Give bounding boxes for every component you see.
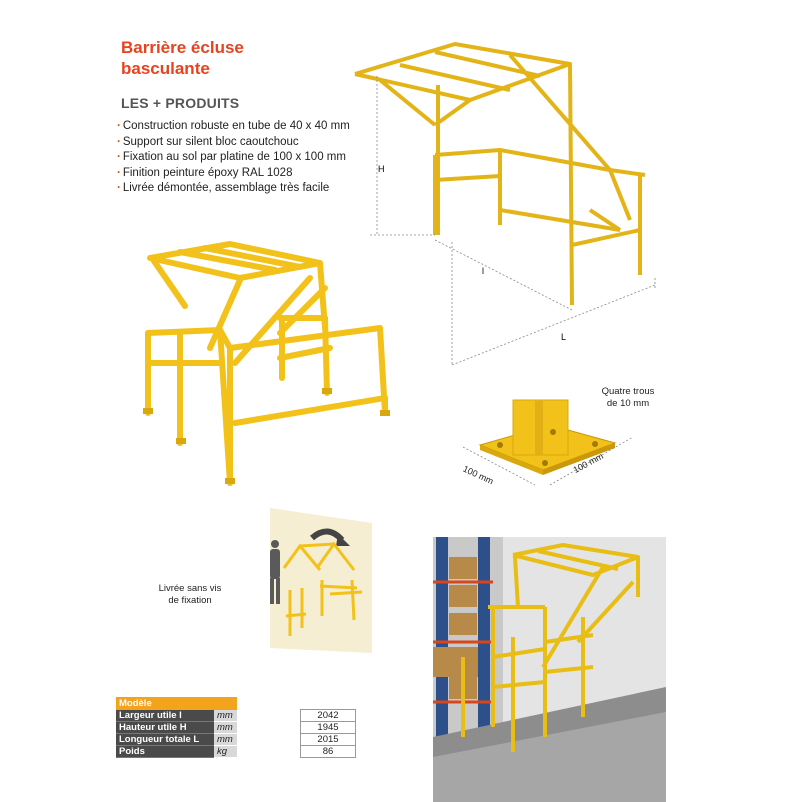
spec-unit: mm <box>214 709 237 722</box>
table-row: Largeur utile l mm 2042 <box>116 709 356 722</box>
spec-label: Hauteur utile H <box>116 721 214 734</box>
spec-table: Modèle Largeur utile l mm 2042 Hauteur u… <box>116 697 356 758</box>
table-row: Longueur totale L mm 2015 <box>116 733 356 746</box>
dimension-l-small-label: l <box>482 266 484 276</box>
feature-item: Construction robuste en tube de 40 x 40 … <box>117 119 350 135</box>
features-heading: LES + PRODUITS <box>121 95 240 111</box>
spec-unit: kg <box>214 745 237 758</box>
dimension-h-label: H <box>378 164 385 174</box>
warehouse-photo <box>433 537 666 802</box>
title-line-1: Barrière écluse <box>121 38 244 57</box>
person-silhouette-icon <box>270 540 280 604</box>
title-line-2: basculante <box>121 59 210 78</box>
feature-item: Finition peinture époxy RAL 1028 <box>117 166 350 182</box>
spec-label: Longueur totale L <box>116 733 214 746</box>
table-row: Hauteur utile H mm 1945 <box>116 721 356 734</box>
spec-value: 86 <box>300 745 356 758</box>
product-title: Barrière écluse basculante <box>121 37 244 79</box>
table-row: Poids kg 86 <box>116 745 356 758</box>
warehouse-photo-scene <box>433 537 666 802</box>
spec-unit: mm <box>214 733 237 746</box>
spec-table-header: Modèle <box>116 697 356 710</box>
spec-value: 1945 <box>300 721 356 734</box>
delivery-note: Livrée sans vis de fixation <box>158 583 222 606</box>
base-plate-detail <box>462 399 634 486</box>
assembly-inset <box>262 508 372 653</box>
spec-label: Largeur utile l <box>116 709 214 722</box>
assembly-illustration <box>270 508 372 653</box>
barrier-diagram-dimensions: H l L <box>354 42 656 366</box>
feature-item: Livrée démontée, assemblage très facile <box>117 181 350 197</box>
feature-item: Support sur silent bloc caoutchouc <box>117 135 350 151</box>
spec-value: 2042 <box>300 709 356 722</box>
plate-holes-note: Quatre trous de 10 mm <box>601 386 655 409</box>
dimension-l-big-label: L <box>561 332 566 342</box>
features-list: Construction robuste en tube de 40 x 40 … <box>117 119 350 197</box>
barrier-render <box>143 241 390 486</box>
spec-unit: mm <box>214 721 237 734</box>
spec-table-header-label: Modèle <box>116 697 237 710</box>
spec-value: 2015 <box>300 733 356 746</box>
spec-label: Poids <box>116 745 214 758</box>
feature-item: Fixation au sol par platine de 100 x 100… <box>117 150 350 166</box>
